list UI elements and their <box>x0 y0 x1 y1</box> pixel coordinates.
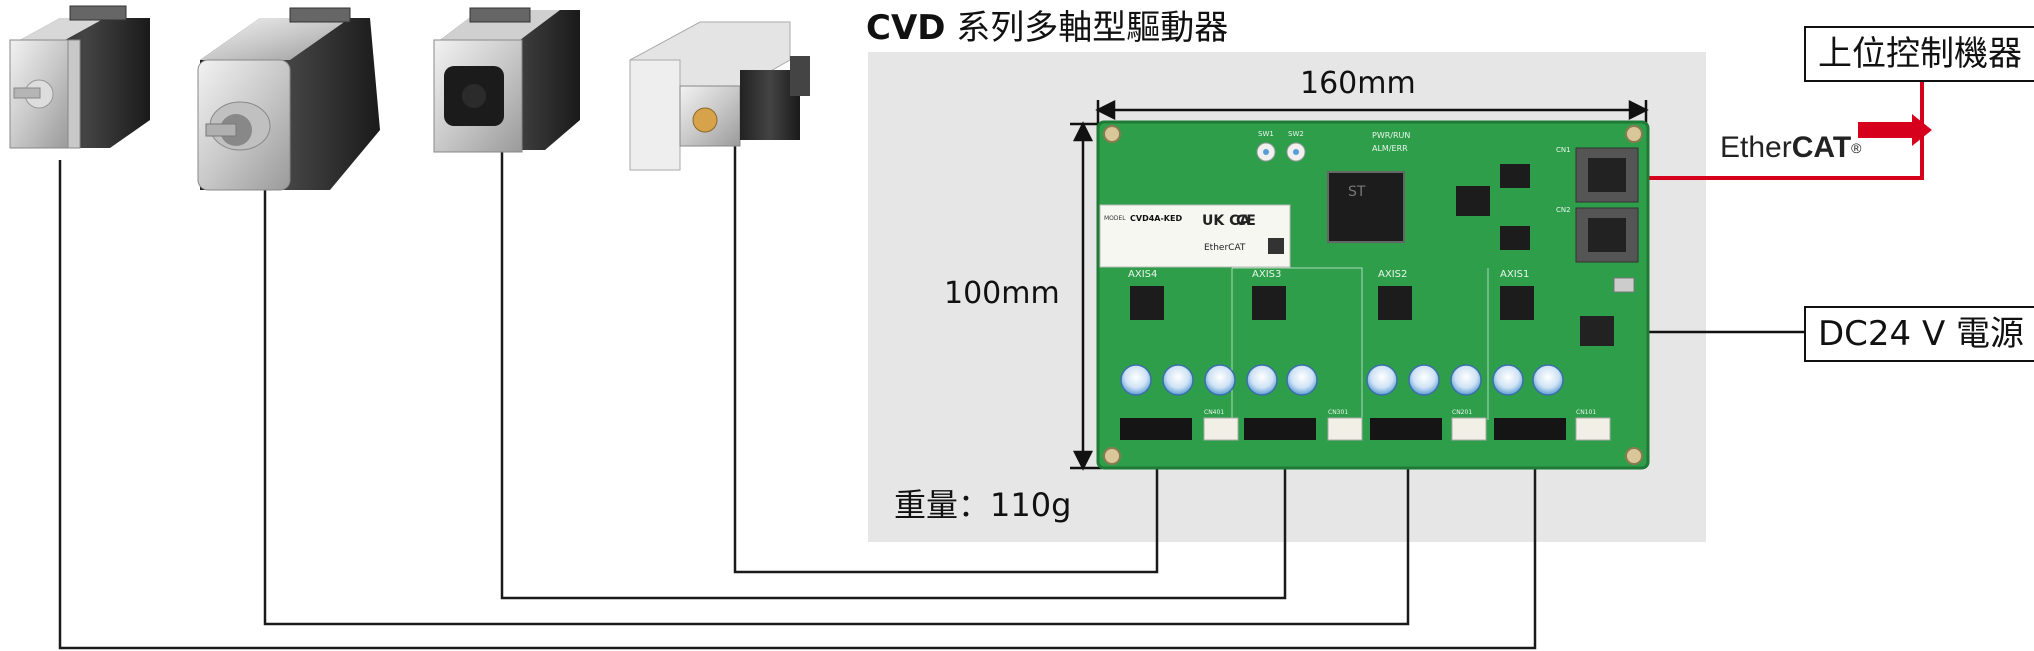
ethercat-reg: ® <box>1851 140 1862 156</box>
ethercat-cat: CAT <box>1791 131 1852 164</box>
driver-board: MODEL CVD4A-KED UK CA CE EtherCAT SW1 SW… <box>1096 120 1650 470</box>
svg-text:CN101: CN101 <box>1576 409 1596 416</box>
stepper-motor-1 <box>9 5 150 149</box>
cable-axis4 <box>733 145 1159 574</box>
motor-connectors <box>1120 417 1611 441</box>
power-supply-box: DC24 V 電源 <box>1804 306 2034 362</box>
axis-label-4: AXIS4 <box>1128 269 1157 280</box>
height-label: 100mm <box>944 276 1060 311</box>
ethercat-arrow-icon <box>1858 114 1932 146</box>
cable-axis1 <box>58 160 1537 650</box>
ethercat-ether: Ether <box>1720 131 1792 164</box>
cable-axis2 <box>263 190 1410 626</box>
indicator-pwr-run: PWR/RUN <box>1372 131 1410 140</box>
host-controller-box: 上位控制機器 <box>1804 26 2034 82</box>
capacitors <box>1120 364 1564 396</box>
svg-text:SW1: SW1 <box>1258 130 1274 138</box>
cable-axis3 <box>500 150 1287 600</box>
title-text: 系列多軸型驅動器 <box>945 8 1229 48</box>
ethercat-cable <box>1640 80 1924 180</box>
svg-text:CN301: CN301 <box>1328 409 1348 416</box>
axis-label-2: AXIS2 <box>1378 269 1407 280</box>
height-dimension <box>1070 121 1102 471</box>
sticker-logo: EtherCAT <box>1204 243 1246 253</box>
mcu-chip <box>1327 171 1405 243</box>
svg-text:CN401: CN401 <box>1204 409 1224 416</box>
indicator-alm-err: ALM/ERR <box>1372 144 1408 153</box>
svg-text:CN1: CN1 <box>1556 146 1571 154</box>
svg-text:CN201: CN201 <box>1452 409 1472 416</box>
power-connector <box>1580 316 1614 346</box>
svg-text:CN2: CN2 <box>1556 206 1571 214</box>
model-text: CVD4A-KED <box>1130 214 1182 223</box>
axis-label-3: AXIS3 <box>1252 269 1281 280</box>
linear-actuator <box>629 21 810 171</box>
cert-mark-ukca: UK CA <box>1202 213 1250 229</box>
cert-mark-ce: CE <box>1236 213 1256 229</box>
mounting-holes <box>1103 125 1643 465</box>
motor-with-encoder <box>433 7 580 153</box>
axis-label-1: AXIS1 <box>1500 269 1529 280</box>
svg-text:SW2: SW2 <box>1288 130 1304 138</box>
rj45-ports: CN1 CN2 <box>1556 146 1639 263</box>
weight-label: 重量：110g <box>894 486 1072 524</box>
rotary-switches: SW1 SW2 <box>1256 130 1306 162</box>
motor-cables <box>58 145 1537 650</box>
geared-motor <box>197 7 380 191</box>
model-sticker <box>1099 204 1291 268</box>
ethercat-logo: EtherCAT® <box>1720 128 1861 168</box>
svg-text:ST: ST <box>1348 184 1366 200</box>
width-label: 160mm <box>1300 66 1416 101</box>
title-prefix: CVD <box>866 8 946 48</box>
driver-chips <box>1130 286 1534 320</box>
model-prefix: MODEL <box>1104 215 1126 222</box>
diagram-title: CVD 系列多軸型驅動器 <box>866 6 1228 50</box>
